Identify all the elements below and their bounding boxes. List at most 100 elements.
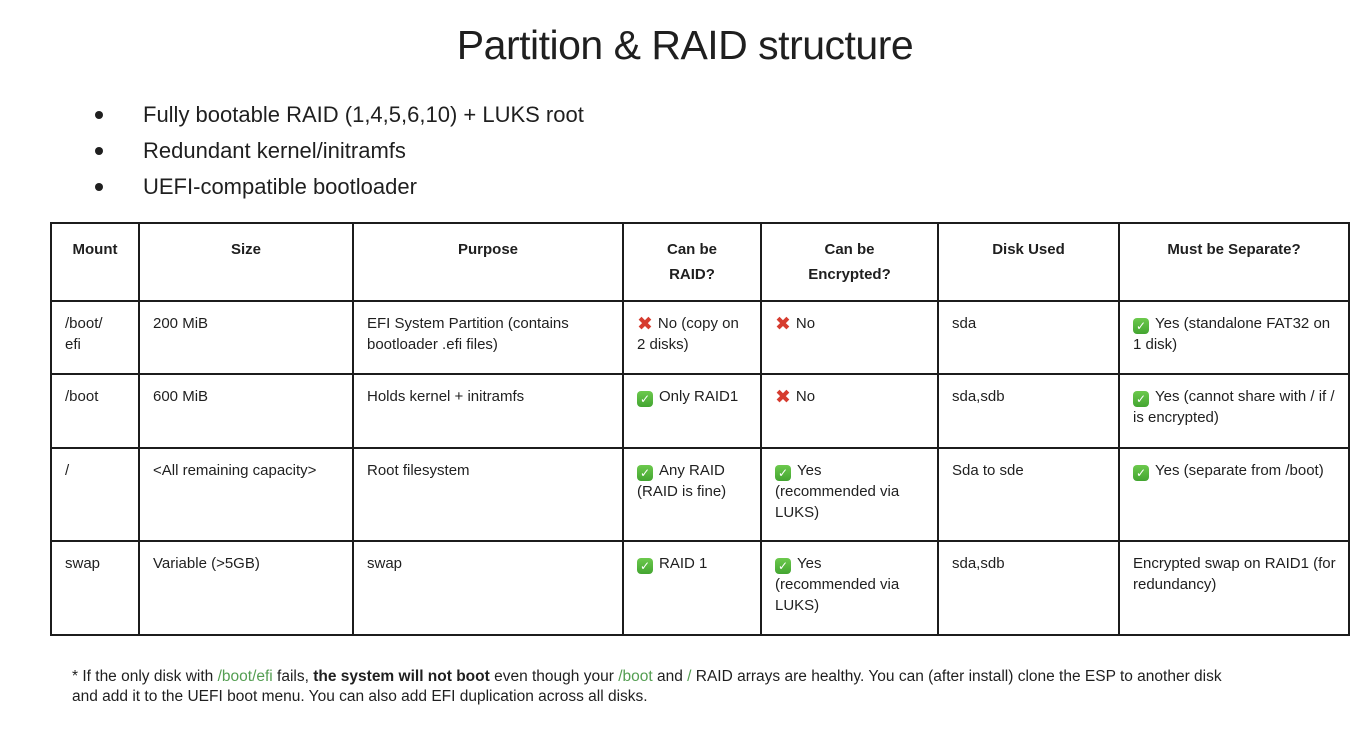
bullet-list: Fully bootable RAID (1,4,5,6,10) + LUKS …: [95, 103, 584, 211]
table-row: /boot 600 MiB Holds kernel + initramfs ✓ Onl…: [50, 373, 1350, 449]
column-header-disk-used: Disk Used: [937, 222, 1120, 302]
path-text: /boot: [618, 668, 653, 685]
cell-text: Yes (cannot share with / if / is encrypt…: [1133, 388, 1335, 426]
table-cell: ✓Yes (cannot share with / if / is encryp…: [1118, 373, 1350, 449]
table-cell: Variable (>5GB): [138, 540, 354, 636]
table-cell: 600 MiB: [138, 373, 354, 449]
column-header-purpose: Purpose: [352, 222, 624, 302]
footnote-segment: even though your: [489, 668, 619, 685]
partition-table: Mount Size Purpose Can be RAID? Can be E…: [50, 222, 1350, 636]
check-icon: ✓: [1133, 318, 1149, 334]
cell-text: /: [65, 462, 70, 479]
cell-text: sda: [952, 315, 977, 332]
check-icon: ✓: [775, 465, 791, 481]
table-cell: sda: [937, 300, 1120, 375]
table-cell: ✓Any RAID (RAID is fine): [622, 447, 762, 542]
cell-text: Yes (standalone FAT32 on 1 disk): [1133, 315, 1331, 353]
cell-text: Variable (>5GB): [153, 555, 260, 572]
table-cell: swap: [50, 540, 140, 636]
cell-text: Sda to sde: [952, 462, 1024, 479]
table-cell: EFI System Partition (contains bootloade…: [352, 300, 624, 375]
check-icon: ✓: [775, 558, 791, 574]
table-cell: Root filesystem: [352, 447, 624, 542]
table-row: /boot/ efi 200 MiB EFI System Partition (c…: [50, 300, 1350, 375]
bullet-text: UEFI-compatible bootloader: [143, 174, 417, 199]
cross-icon: ✖: [775, 387, 791, 408]
column-header-can-be-encrypted: Can be Encrypted?: [760, 222, 939, 302]
cell-text: EFI System Partition (contains bootloade…: [367, 315, 569, 353]
cell-text: No (copy on 2 disks): [637, 315, 739, 353]
cell-text: Only RAID1: [659, 388, 739, 405]
table-cell: swap: [352, 540, 624, 636]
check-icon: ✓: [637, 391, 653, 407]
bullet-text: Redundant kernel/initramfs: [143, 138, 406, 163]
list-item: Redundant kernel/initramfs: [95, 139, 584, 162]
table-cell: /boot/ efi: [50, 300, 140, 375]
footnote-segment: the system will not boot: [313, 668, 490, 685]
bullet-dot-icon: [95, 183, 103, 191]
cell-text: Holds kernel + initramfs: [367, 388, 525, 405]
cell-text: /boot/ efi: [65, 315, 103, 353]
column-header-can-be-raid: Can be RAID?: [622, 222, 762, 302]
cell-text: sda,sdb: [952, 388, 1005, 405]
table-cell: ✓ Only RAID1: [622, 373, 762, 449]
cell-text: swap: [65, 555, 101, 572]
table-cell: ✓ Yes (separate from /boot): [1118, 447, 1350, 542]
list-item: Fully bootable RAID (1,4,5,6,10) + LUKS …: [95, 103, 584, 126]
cell-text: /boot: [65, 388, 99, 405]
bullet-text: Fully bootable RAID (1,4,5,6,10) + LUKS …: [143, 102, 584, 127]
footnote-segment: * If the only disk with: [72, 668, 218, 685]
table-cell: ✖No: [760, 373, 939, 449]
bullet-dot-icon: [95, 147, 103, 155]
table-cell: Sda to sde: [937, 447, 1120, 542]
footnote-segment: and: [652, 668, 688, 685]
column-header-mount: Mount: [50, 222, 140, 302]
cell-text: RAID 1: [659, 555, 708, 572]
cell-text: sda,sdb: [952, 555, 1005, 572]
table-cell: Encrypted swap on RAID1 (for redundancy): [1118, 540, 1350, 636]
cell-text: No: [795, 315, 816, 332]
table-cell: sda,sdb: [937, 540, 1120, 636]
table-cell: <All remaining capacity>: [138, 447, 354, 542]
column-header-must-be-separate: Must be Separate?: [1118, 222, 1350, 302]
cell-text: Yes (separate from /boot): [1155, 462, 1324, 479]
table-row: / <All remaining capacity> Root filesystem…: [50, 447, 1350, 542]
table-cell: ✓ RAID 1: [622, 540, 762, 636]
cell-text: Yes (recommended via LUKS): [775, 555, 900, 614]
page-title: Partition & RAID structure: [456, 22, 914, 68]
path-text: /: [687, 668, 692, 685]
table-cell: /: [50, 447, 140, 542]
cross-icon: ✖: [775, 314, 791, 335]
table-cell: Holds kernel + initramfs: [352, 373, 624, 449]
column-header-size: Size: [138, 222, 354, 302]
table-cell: ✓Yes (recommended via LUKS): [760, 540, 939, 636]
cross-icon: ✖: [637, 314, 653, 335]
cell-text: <All remaining capacity>: [153, 462, 317, 479]
check-icon: ✓: [1133, 465, 1149, 481]
footnote-segment: fails,: [272, 668, 314, 685]
cell-text: swap: [367, 555, 403, 572]
path-text: /boot/efi: [217, 668, 273, 685]
list-item: UEFI-compatible bootloader: [95, 175, 584, 198]
table-header-row: Mount Size Purpose Can be RAID? Can be E…: [50, 222, 1350, 302]
cell-text: Yes (recommended via LUKS): [775, 462, 900, 521]
cell-text: Root filesystem: [367, 462, 470, 479]
check-icon: ✓: [1133, 391, 1149, 407]
cell-text: 200 MiB: [153, 315, 209, 332]
footnote-segment: RAID arrays are healthy. You can (after …: [72, 668, 1222, 705]
cell-text: No: [795, 388, 816, 405]
check-icon: ✓: [637, 465, 653, 481]
check-icon: ✓: [637, 558, 653, 574]
table-cell: ✓Yes (standalone FAT32 on 1 disk): [1118, 300, 1350, 375]
footnote: * If the only disk with /boot/efi fails,…: [72, 667, 1232, 707]
cell-text: 600 MiB: [153, 388, 209, 405]
table-cell: 200 MiB: [138, 300, 354, 375]
cell-text: Any RAID (RAID is fine): [637, 462, 727, 500]
table-cell: ✓Yes (recommended via LUKS): [760, 447, 939, 542]
table-cell: ✖No (copy on 2 disks): [622, 300, 762, 375]
table-cell: sda,sdb: [937, 373, 1120, 449]
table-cell: /boot: [50, 373, 140, 449]
cell-text: Encrypted swap on RAID1 (for redundancy): [1133, 555, 1336, 593]
